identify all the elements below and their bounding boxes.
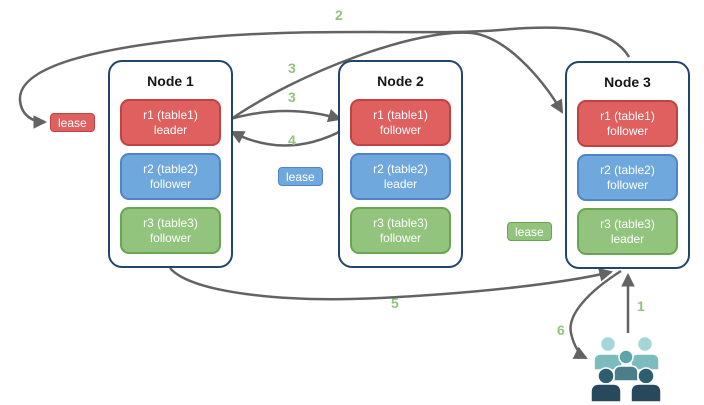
replica-name: r3 (table3) xyxy=(143,215,198,230)
node-1: Node 1 r1 (table1) leader r2 (table2) fo… xyxy=(108,60,233,268)
replica-role: follower xyxy=(379,230,422,245)
replica-role: follower xyxy=(606,177,649,192)
replica-name: r1 (table1) xyxy=(373,107,428,122)
replica-role: leader xyxy=(153,122,188,137)
replica-role: follower xyxy=(149,176,192,191)
step-label-1: 1 xyxy=(637,298,645,314)
node-1-replica-r3: r3 (table3) follower xyxy=(120,207,221,254)
replica-role: leader xyxy=(610,231,645,246)
node-3-replica-r2: r2 (table2) follower xyxy=(577,154,678,201)
lease-badge-table2: lease xyxy=(278,167,323,186)
node-3-title: Node 3 xyxy=(604,74,651,90)
arrow-step-3-to-node2 xyxy=(223,109,342,123)
replica-name: r1 (table1) xyxy=(600,108,655,123)
node-3-replica-r1: r1 (table1) follower xyxy=(577,100,678,147)
node-2-replica-r1: r1 (table1) follower xyxy=(350,99,451,146)
node-1-title: Node 1 xyxy=(147,73,194,89)
node-2-replica-r2: r2 (table2) leader xyxy=(350,153,451,200)
node-2-replica-r3: r3 (table3) follower xyxy=(350,207,451,254)
replica-role: follower xyxy=(149,230,192,245)
node-1-replica-r1: r1 (table1) leader xyxy=(120,99,221,146)
replica-role: leader xyxy=(383,176,418,191)
step-label-3a: 3 xyxy=(288,60,296,76)
replica-name: r3 (table3) xyxy=(600,216,655,231)
step-label-3b: 3 xyxy=(288,89,296,105)
lease-badge-table1: lease xyxy=(50,113,95,132)
step-label-6: 6 xyxy=(557,322,565,338)
lease-badge-table3: lease xyxy=(507,222,552,241)
replica-name: r1 (table1) xyxy=(143,107,198,122)
node-2: Node 2 r1 (table1) follower r2 (table2) … xyxy=(338,60,463,268)
step-label-5: 5 xyxy=(391,295,399,311)
replica-name: r2 (table2) xyxy=(373,161,428,176)
node-1-replica-r2: r2 (table2) follower xyxy=(120,153,221,200)
node-2-title: Node 2 xyxy=(377,73,424,89)
replica-role: follower xyxy=(606,123,649,138)
step-label-4: 4 xyxy=(288,132,296,148)
users-group-icon xyxy=(585,333,673,405)
node-3-replica-r3: r3 (table3) leader xyxy=(577,208,678,255)
replica-name: r2 (table2) xyxy=(600,162,655,177)
replica-role: follower xyxy=(379,122,422,137)
replica-name: r2 (table2) xyxy=(143,161,198,176)
node-3: Node 3 r1 (table1) follower r2 (table2) … xyxy=(565,61,690,269)
replica-name: r3 (table3) xyxy=(373,215,428,230)
step-label-2: 2 xyxy=(335,7,343,23)
